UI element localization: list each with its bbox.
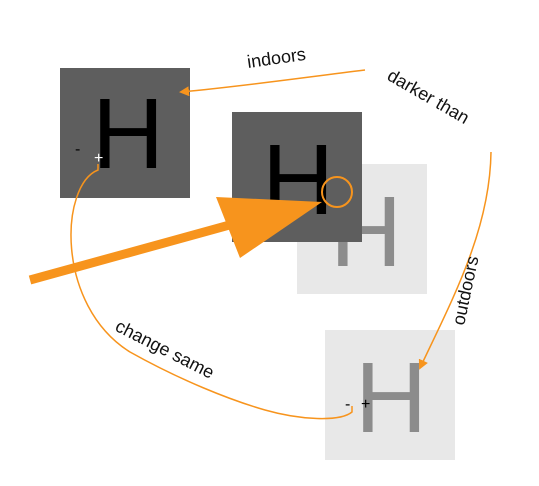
indoors-arrow: [179, 69, 366, 97]
label-outdoors: outdoors: [448, 254, 482, 327]
outdoor-letter-h: H: [355, 342, 427, 454]
big-arrow-shaft: [28, 213, 257, 285]
indoor-letter-h: H: [92, 78, 164, 190]
focus-circle: [321, 176, 353, 208]
label-change-same: change same: [112, 316, 217, 383]
outdoor-panel: H - +: [325, 330, 455, 460]
indoor-minus-sign: -: [75, 141, 80, 158]
big-arrow-head: [216, 197, 322, 258]
change-same-connector: [70, 164, 353, 420]
outdoor-panel-background: [325, 330, 455, 460]
label-indoors: indoors: [246, 44, 307, 72]
outdoor-minus-sign: -: [345, 396, 350, 413]
outdoors-arrow: [418, 151, 492, 370]
big-gaze-arrow: [28, 197, 322, 285]
indoor-panel-background: [60, 68, 190, 198]
outdoor-plus-sign: +: [361, 396, 370, 413]
indoor-panel: H - +: [60, 68, 190, 198]
indoor-plus-sign: +: [94, 150, 103, 167]
label-darker-than: darker than: [384, 65, 473, 128]
